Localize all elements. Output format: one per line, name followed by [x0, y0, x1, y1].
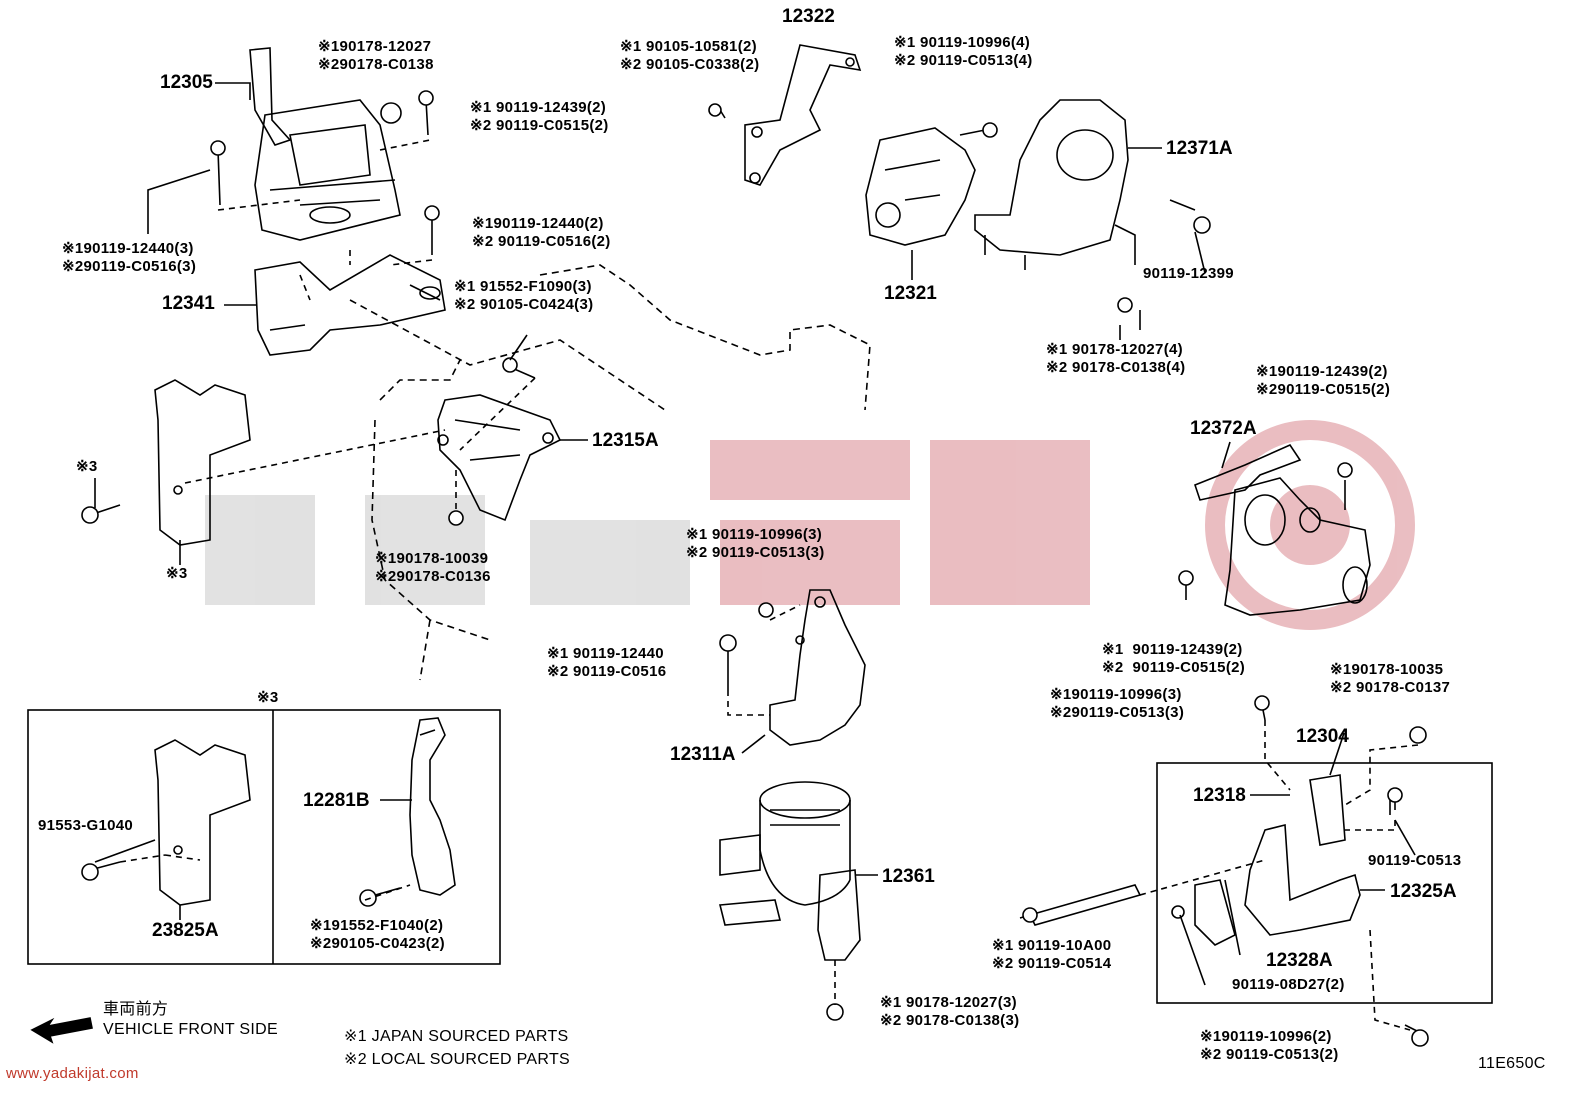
part-12305-art	[249, 47, 401, 241]
box-3-frame	[27, 709, 501, 965]
mark-3-box: ※3	[257, 689, 279, 706]
callout-c18: ※190119-10996(2)※2 90119-C0513(2)	[1200, 1028, 1339, 1063]
mark-3-bracket: ※3	[166, 565, 188, 582]
front-side-en: VEHICLE FRONT SIDE	[103, 1021, 278, 1038]
bolts	[89, 99, 1426, 1036]
part-12341-art	[254, 254, 446, 356]
part-12371A-art	[974, 99, 1136, 270]
part-12315A-art	[437, 394, 562, 522]
callout-c1: ※190178-12027※290178-C0138	[318, 38, 434, 73]
callout-c4: ※190119-12440(2)※2 90119-C0516(2)	[472, 215, 611, 250]
box-12304-frame	[1156, 762, 1493, 1004]
leader-lines	[94, 82, 1416, 986]
part-12372A-art	[1194, 443, 1371, 616]
mark-3-bolt: ※3	[76, 458, 98, 475]
engine-outline	[371, 264, 871, 681]
callout-c8: ※1 90178-12027(4)※2 90178-C0138(4)	[1046, 341, 1186, 376]
callout-c14: ※190178-10035※2 90178-C0137	[1330, 661, 1451, 696]
website-link[interactable]: www.yadakijat.com	[6, 1065, 139, 1082]
front-side-jp: 車両前方	[103, 1001, 169, 1018]
part-label-91553-G1040: 91553-G1040	[38, 817, 134, 834]
dashed-leaders	[119, 139, 1419, 1031]
callout-c9: ※190119-12439(2)※290119-C0515(2)	[1256, 363, 1391, 398]
part-label-12311A: 12311A	[670, 744, 736, 765]
part-label-12281B: 12281B	[303, 790, 370, 811]
part-12361-art	[718, 781, 861, 961]
bracket-3-art	[154, 379, 251, 546]
part-12311A-art	[769, 589, 866, 746]
callout-c5: ※1 91552-F1090(3)※2 90105-C0424(3)	[454, 278, 594, 313]
callout-c12: ※1 90119-12440※2 90119-C0516	[547, 645, 667, 680]
part-label-12318: 12318	[1193, 785, 1246, 806]
callout-c7: ※1 90119-10996(4)※2 90119-C0513(4)	[894, 34, 1033, 69]
front-arrow-icon	[30, 1017, 93, 1044]
part-label-90119-08D27: 90119-08D27(2)	[1232, 976, 1345, 993]
note-local-sourced: ※2 LOCAL SOURCED PARTS	[344, 1051, 570, 1068]
callout-c15: ※190119-10996(3)※290119-C0513(3)	[1050, 686, 1185, 721]
callout-c19: ※191552-F1040(2)※290105-C0423(2)	[310, 917, 445, 952]
part-label-23825A: 23825A	[152, 920, 219, 941]
part-label-12305: 12305	[160, 72, 213, 93]
callout-c17: ※1 90178-12027(3)※2 90178-C0138(3)	[880, 994, 1020, 1029]
part-label-12372A: 12372A	[1190, 418, 1257, 439]
part-label-12341: 12341	[162, 293, 215, 314]
part-label-12325A: 12325A	[1390, 881, 1457, 902]
part-label-12322: 12322	[782, 6, 835, 27]
callout-c3: ※190119-12440(3)※290119-C0516(3)	[62, 240, 197, 275]
callout-c13: ※1 90119-12439(2)※2 90119-C0515(2)	[1102, 641, 1246, 676]
callout-c2: ※1 90119-12439(2)※2 90119-C0515(2)	[470, 99, 609, 134]
part-12322-art	[744, 44, 862, 186]
part-label-12361: 12361	[882, 866, 935, 887]
callout-c6: ※1 90105-10581(2)※2 90105-C0338(2)	[620, 38, 760, 73]
part-12281B-art	[409, 717, 456, 896]
part-label-12321: 12321	[884, 283, 937, 304]
part-label-90119-C0513: 90119-C0513	[1368, 852, 1462, 869]
callout-c16: ※1 90119-10A00※2 90119-C0514	[992, 937, 1112, 972]
part-23825A-art	[154, 739, 251, 906]
part-label-12304: 12304	[1296, 726, 1349, 747]
part-label-12371A: 12371A	[1166, 138, 1233, 159]
part-label-90119-12399: 90119-12399	[1143, 265, 1234, 282]
part-12321-art	[865, 127, 976, 246]
part-label-12315A: 12315A	[592, 430, 659, 451]
bolt-heads	[81, 90, 1429, 1047]
callout-c11: ※1 90119-10996(3)※2 90119-C0513(3)	[686, 526, 825, 561]
part-label-12328A: 12328A	[1266, 950, 1333, 971]
note-japan-sourced: ※1 JAPAN SOURCED PARTS	[344, 1028, 569, 1045]
callout-c10: ※190178-10039※290178-C0136	[375, 550, 491, 585]
diagram-code: 11E650C	[1478, 1055, 1546, 1072]
